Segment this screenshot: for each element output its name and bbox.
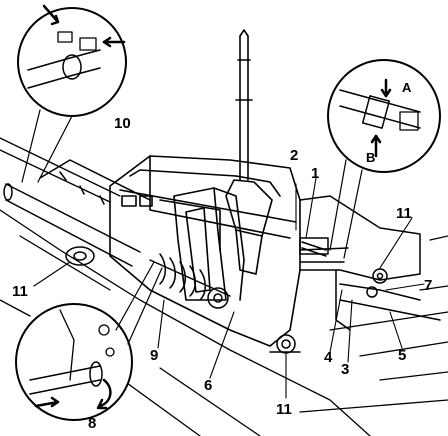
callout-11-bottom: 11 xyxy=(276,401,292,418)
callout-a: A xyxy=(402,80,412,95)
callout-labels: 1 2 3 4 5 6 7 8 9 10 11 11 11 A B xyxy=(12,80,432,432)
spring-assembly xyxy=(149,253,231,309)
callout-11-right: 11 xyxy=(396,205,412,222)
shift-cable-tube xyxy=(3,159,151,267)
callout-1: 1 xyxy=(311,165,319,182)
callout-7: 7 xyxy=(424,277,432,294)
bottom-bushing xyxy=(269,334,301,354)
callout-6: 6 xyxy=(204,377,212,394)
callout-4: 4 xyxy=(324,349,333,366)
shift-gate-frame xyxy=(173,187,245,301)
selector-bracket xyxy=(299,195,441,331)
callout-10: 10 xyxy=(114,115,131,132)
callout-5: 5 xyxy=(398,347,406,364)
callout-9: 9 xyxy=(150,347,158,364)
callout-8: 8 xyxy=(88,415,96,432)
callout-11-left: 11 xyxy=(12,283,28,300)
leader-lines xyxy=(33,177,425,399)
floor-panel xyxy=(0,137,448,436)
inset-circle-detail-10 xyxy=(17,4,127,183)
inset-circle-detail-8 xyxy=(15,261,163,421)
left-bolt xyxy=(65,246,95,266)
callout-b: B xyxy=(366,150,375,165)
inset-circle-detail-ab xyxy=(327,59,441,259)
callout-3: 3 xyxy=(341,361,349,378)
callout-2: 2 xyxy=(290,147,298,164)
gear-lever xyxy=(225,29,273,275)
